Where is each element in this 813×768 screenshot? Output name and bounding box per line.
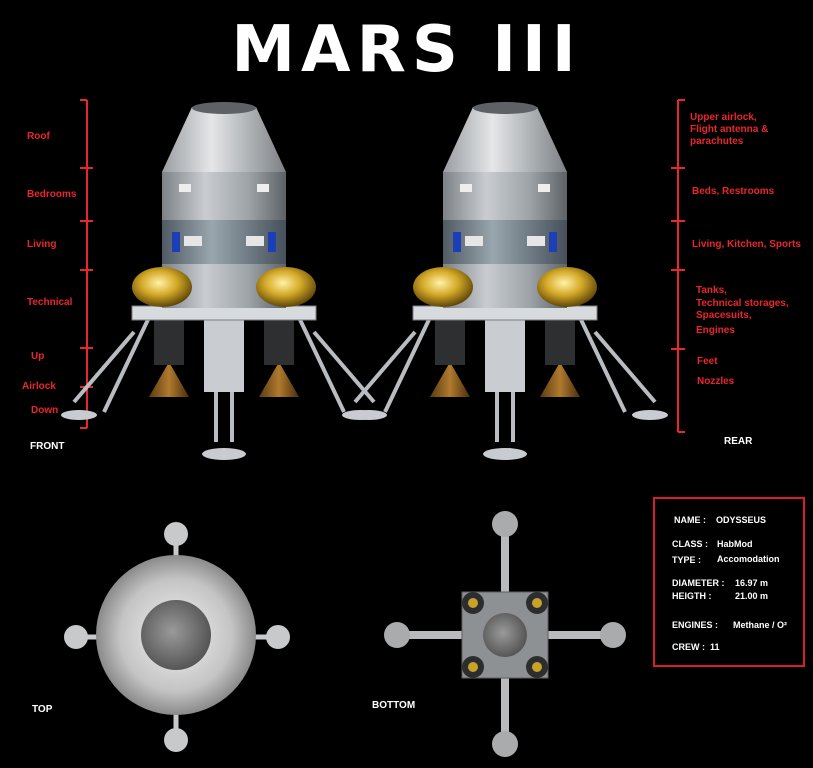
- crew-label: CREW :: [672, 642, 705, 652]
- front-view-label: FRONT: [30, 441, 65, 452]
- zone-label-technical: Technical: [27, 297, 73, 308]
- rear-living-label: Living, Kitchen, Sports: [692, 239, 801, 250]
- bottom-view-render: [384, 511, 626, 757]
- rear-view-label: REAR: [724, 436, 753, 447]
- height-value: 21.00 m: [735, 591, 769, 601]
- rear-technical-label: Tanks, Technical storages, Spacesuits, E…: [696, 285, 789, 336]
- zone-label-down: Down: [31, 405, 59, 416]
- rear-nozzles-label: Nozzles: [697, 376, 735, 387]
- zone-label-airlock: Airlock: [22, 381, 56, 392]
- zone-label-up: Up: [31, 351, 45, 362]
- engines-label: ENGINES :: [672, 620, 719, 630]
- name-value: ODYSSEUS: [716, 515, 767, 525]
- bottom-view-label: BOTTOM: [372, 700, 416, 711]
- top-view-label: TOP: [32, 704, 53, 715]
- page-title: MARS III: [231, 13, 582, 87]
- crew-value: 11: [710, 642, 720, 652]
- diameter-value: 16.97 m: [735, 578, 769, 588]
- type-label: TYPE :: [672, 555, 702, 565]
- zone-label-bedrooms: Bedrooms: [27, 189, 77, 200]
- rear-roof-label: Upper airlock, Flight antenna & parachut…: [690, 112, 769, 147]
- top-view-render: [64, 522, 290, 752]
- zone-label-living: Living: [27, 239, 57, 250]
- rear-bedrooms-label: Beds, Restrooms: [692, 186, 775, 197]
- class-value: HabMod: [717, 539, 753, 549]
- rear-feet-label: Feet: [697, 356, 718, 367]
- class-label: CLASS :: [672, 539, 708, 549]
- diameter-label: DIAMETER :: [672, 578, 725, 588]
- engines-value: Methane / O²: [733, 620, 788, 630]
- name-label: NAME :: [674, 515, 706, 525]
- zone-label-roof: Roof: [27, 131, 50, 142]
- spec-panel: NAME : ODYSSEUS CLASS : HabMod TYPE : Ac…: [653, 497, 805, 667]
- type-value: Accomodation: [717, 554, 780, 564]
- height-label: HEIGTH :: [672, 591, 712, 601]
